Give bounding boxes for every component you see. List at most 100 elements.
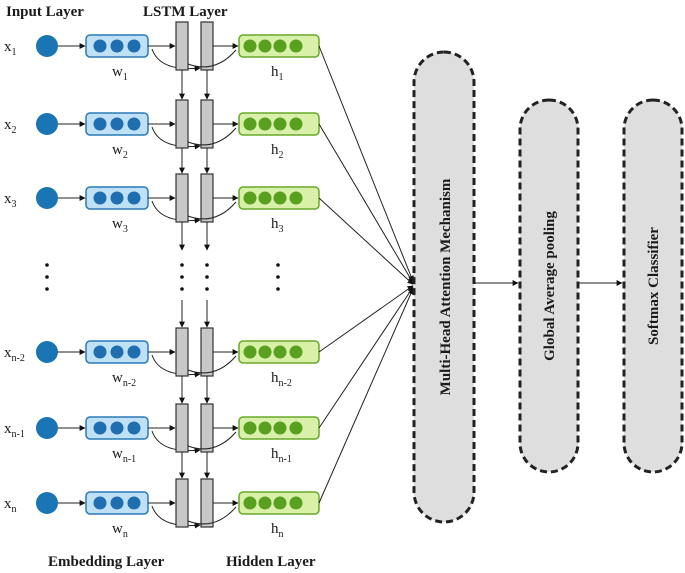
embedding-layer-title: Embedding Layer [48,554,165,570]
embedding-label-subscript: n [123,529,128,540]
input-label-subscript: n [12,504,17,515]
embedding-label-base: w [112,370,123,386]
hidden-unit [243,421,257,435]
embedding-label-subscript: 1 [123,72,128,83]
embedding-unit [93,345,107,359]
input-label-base: x [4,117,12,133]
hidden-label-base: h [271,370,279,386]
ellipsis-dot [45,263,49,267]
softmax-block-shape [622,98,684,474]
ellipsis-dot [276,275,280,279]
input-label-subscript: 1 [12,47,17,58]
pooling-block-shape [518,98,580,474]
hidden-unit [289,496,303,510]
hidden-unit [258,496,272,510]
hidden-label: h3 [271,216,284,235]
hidden-unit [289,421,303,435]
hidden-unit [273,39,287,53]
embedding-to-backward-lstm-arrow [151,505,201,529]
backward-lstm-cell [200,21,214,71]
forward-lstm-cell [175,327,189,377]
embedding-label-base: w [112,142,123,158]
hidden-to-attention-arrow [318,197,414,285]
hidden-label-base: h [271,142,279,158]
input-layer-title: Input Layer [6,4,84,20]
embedding-label: wn [112,521,128,540]
embedding-unit [110,39,124,53]
hidden-label: h2 [271,142,284,161]
hidden-label-subscript: n-1 [279,454,292,465]
hidden-unit [258,421,272,435]
embedding-to-backward-lstm-arrow [151,126,201,150]
input-label-base: x [4,191,12,207]
backward-lstm-cell [200,173,214,223]
forward-lstm-to-hidden-curve [187,506,237,525]
embedding-unit [110,421,124,435]
hidden-unit [258,191,272,205]
hidden-label-subscript: 2 [279,150,284,161]
hidden-label-base: h [271,446,279,462]
input-label-base: x [4,496,12,512]
connection-lines [318,45,414,504]
ellipsis-dot [45,275,49,279]
embedding-to-backward-lstm-arrow [151,200,201,224]
ellipsis-dot [276,263,280,267]
input-label-subscript: 3 [12,199,17,210]
ellipsis-dot [180,263,184,267]
hidden-unit [289,117,303,131]
attention-block-label: Multi-Head Attention Mechanism [438,178,454,395]
embedding-unit [127,117,141,131]
input-node [36,187,58,209]
embedding-unit [127,345,141,359]
forward-lstm-to-hidden-curve [187,201,237,220]
embedding-label-subscript: n-1 [123,454,136,465]
hidden-label: hn-1 [271,446,292,465]
embedding-unit [110,345,124,359]
input-node [36,417,58,439]
forward-lstm-to-hidden-curve [187,431,237,450]
pooling-block: Global Average pooling [518,98,580,474]
hidden-unit [289,39,303,53]
input-label-base: x [4,39,12,55]
softmax-block-label: Softmax Classifier [646,227,662,345]
ellipsis-dot [45,287,49,291]
hidden-label-base: h [271,521,279,537]
forward-lstm-cell [175,478,189,528]
embedding-label-subscript: n-2 [123,378,136,389]
hidden-unit [243,117,257,131]
lstm-layer-title: LSTM Layer [143,4,228,20]
embedding-unit [110,496,124,510]
embedding-label-base: w [112,64,123,80]
hidden-layer-title: Hidden Layer [226,554,316,570]
embedding-unit [93,191,107,205]
embedding-unit [93,117,107,131]
hidden-unit [258,39,272,53]
hidden-unit [289,191,303,205]
embedding-unit [127,421,141,435]
hidden-label: hn [271,521,284,540]
forward-lstm-to-hidden-curve [187,49,237,68]
input-label: xn-1 [4,421,25,440]
embedding-to-backward-lstm-arrow [151,48,201,72]
pooling-block-label: Global Average pooling [542,211,558,361]
hidden-label-subscript: 1 [279,72,284,83]
embedding-unit [127,191,141,205]
hidden-label-subscript: 3 [279,224,284,235]
hidden-unit [289,345,303,359]
embedding-unit [93,496,107,510]
embedding-label: w3 [112,216,128,235]
hidden-unit [243,191,257,205]
embedding-label: w2 [112,142,128,161]
embedding-unit [127,39,141,53]
hidden-unit [258,117,272,131]
input-label-base: x [4,345,12,361]
input-label: x1 [4,39,17,58]
hidden-unit [243,39,257,53]
embedding-unit [110,191,124,205]
input-label-base: x [4,421,12,437]
backward-lstm-cell [200,403,214,453]
hidden-unit [243,496,257,510]
hidden-label-base: h [271,64,279,80]
